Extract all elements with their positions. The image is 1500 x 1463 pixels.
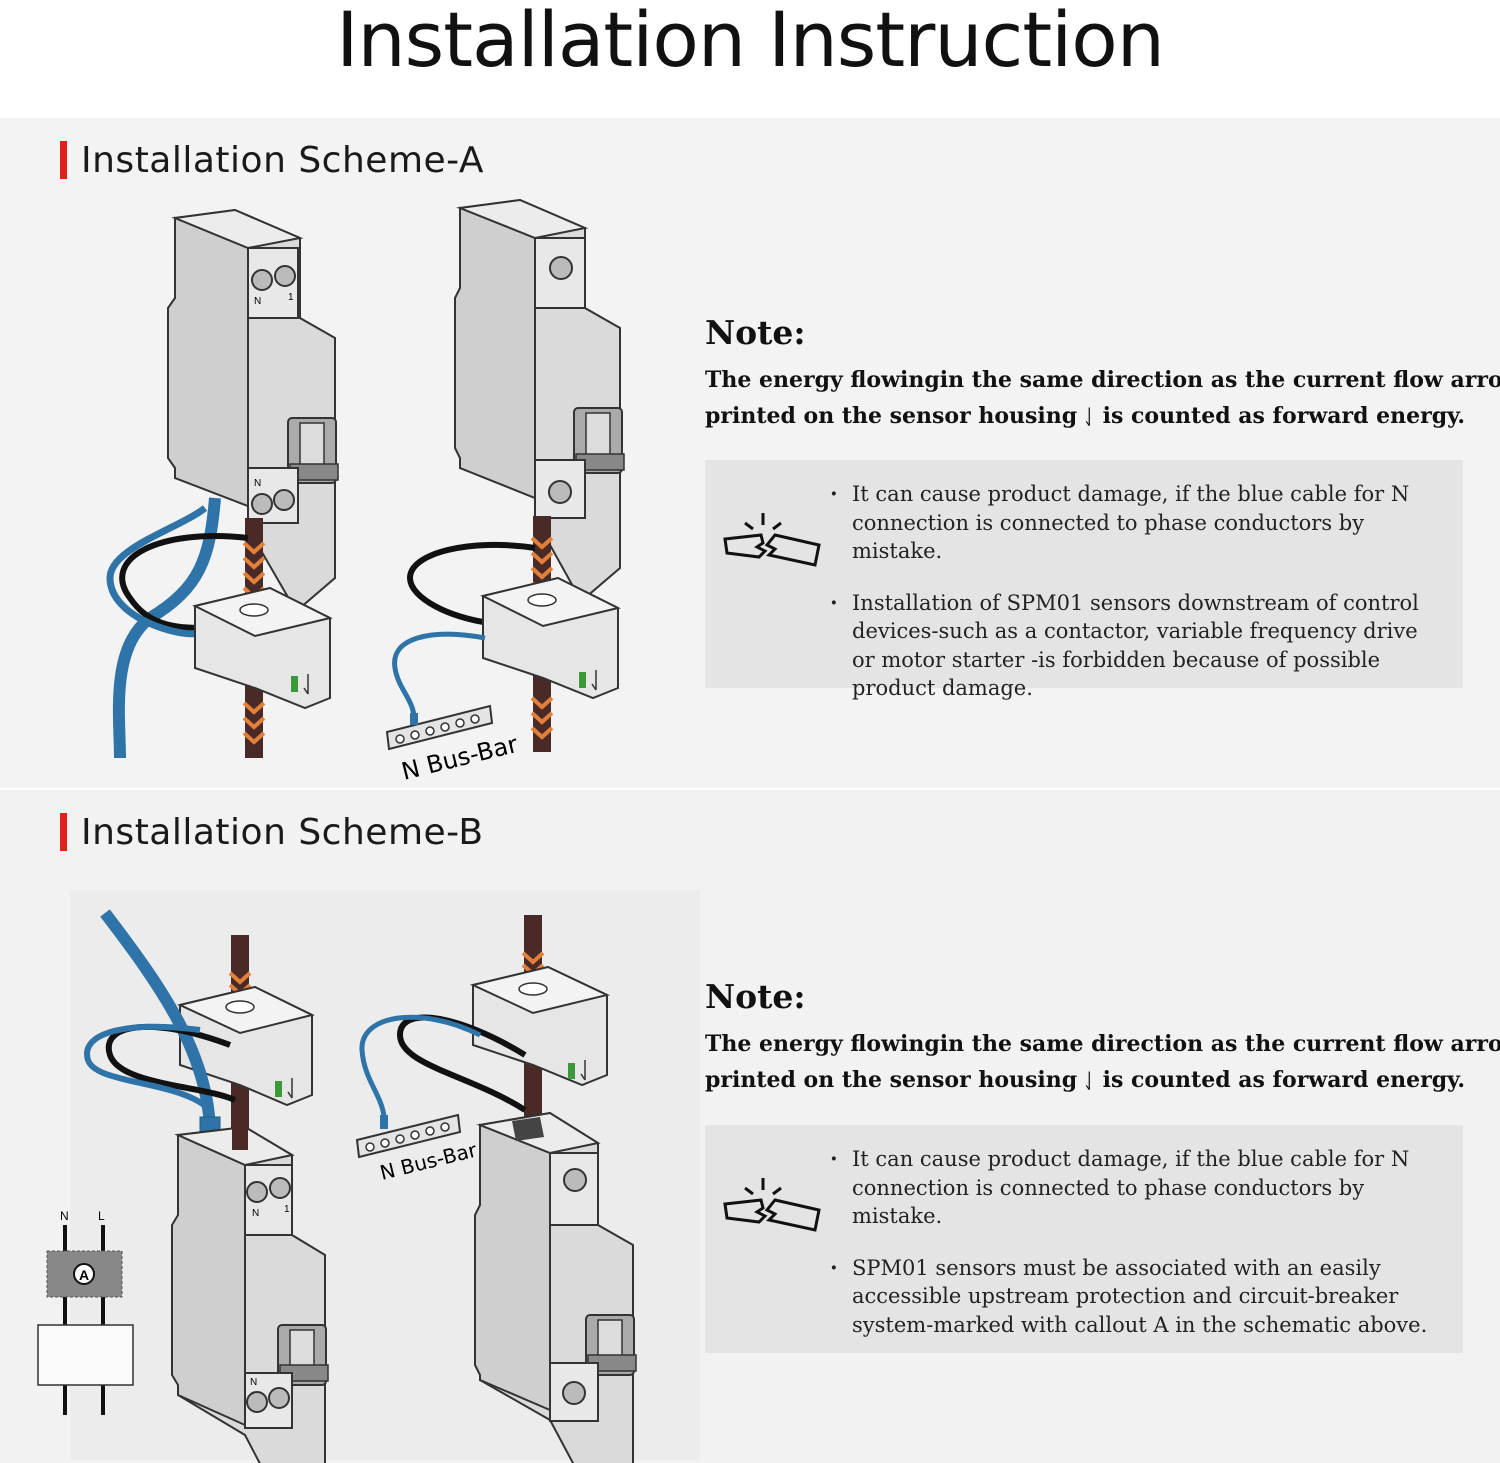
scheme-a-diagram: N 1 N [106,198,625,786]
scheme-a-title: Installation Scheme-A [81,139,484,181]
scheme-b-section: Installation Scheme-B N 1 [0,790,1500,1463]
note-text: in the same direction as the current flo… [939,367,1500,393]
breaker-label-1: 1 [284,1204,290,1215]
broken-product-icon [723,513,821,567]
accent-bar [60,141,67,179]
sensor-housing [192,586,333,710]
breaker-right [454,198,625,612]
scheme-b-title: Installation Scheme-B [81,811,484,853]
sensor-housing [480,576,621,700]
note-text: is counted as forward energy. [1102,1067,1465,1093]
scheme-b-note: Note: The energy flowing in the same dir… [705,977,1500,1098]
scheme-a-header: Installation Scheme-A [60,139,484,181]
warning-item: SPM01 sensors must be associated with an… [830,1254,1440,1340]
note-line-2: printed on the sensor housing is counted… [705,1062,1465,1098]
breaker-left: N 1 N [167,208,339,622]
note-text: in the same direction as the current flo… [939,1031,1500,1057]
callout-label: A [79,1267,89,1283]
breaker-label-n-bottom: N [250,1377,257,1388]
warning-list: It can cause product damage, if the blue… [830,480,1440,726]
current-arrow-icon [1085,407,1090,427]
note-text: The energy flowing [705,1031,940,1057]
note-text: printed on the sensor housing [705,403,1078,429]
scheme-a-warning-box: It can cause product damage, if the blue… [705,460,1463,700]
n-bus-bar [385,704,494,751]
note-text: printed on the sensor housing [705,1067,1078,1093]
breaker-label-n: N [254,296,261,307]
breaker-left: N 1 N [171,1125,329,1463]
sensor-housing [176,985,315,1107]
warning-list: It can cause product damage, if the blue… [830,1145,1440,1362]
accent-bar [60,813,67,851]
breaker-label-n-bottom: N [254,478,261,489]
note-line-1: The energy flowing in the same direction… [705,1026,1500,1062]
sensor-housing [469,965,610,1087]
broken-product-icon [723,1178,821,1232]
warning-item: Installation of SPM01 sensors downstream… [830,589,1440,703]
scheme-a-note: Note: The energy flowing in the same dir… [705,313,1500,434]
breaker-right [474,1111,637,1463]
scheme-b-warning-box: It can cause product damage, if the blue… [705,1125,1463,1353]
note-line-2: printed on the sensor housing is counted… [705,398,1465,434]
breaker-label-n: N [252,1208,259,1219]
page-title: Installation Instruction [336,0,1165,84]
warning-item: It can cause product damage, if the blue… [830,480,1440,566]
current-arrow-icon [1085,1071,1090,1091]
note-heading: Note: [705,313,806,352]
scheme-b-diagram: N 1 N A N L [37,890,700,1463]
note-line-1: The energy flowing in the same direction… [705,362,1500,398]
black-cable [119,533,249,631]
terminal-label-n: N [60,1209,69,1223]
callout-a-schematic: A N L [37,1209,134,1415]
scheme-a-section: Installation Scheme-A N 1 N [0,118,1500,788]
note-heading: Note: [705,977,806,1016]
scheme-b-header: Installation Scheme-B [60,811,484,853]
note-text: The energy flowing [705,367,940,393]
warning-item: It can cause product damage, if the blue… [830,1145,1440,1231]
n-bus-bar [355,1113,462,1159]
note-text: is counted as forward energy. [1102,403,1465,429]
breaker-label-1: 1 [288,292,294,303]
terminal-label-l: L [98,1209,105,1223]
